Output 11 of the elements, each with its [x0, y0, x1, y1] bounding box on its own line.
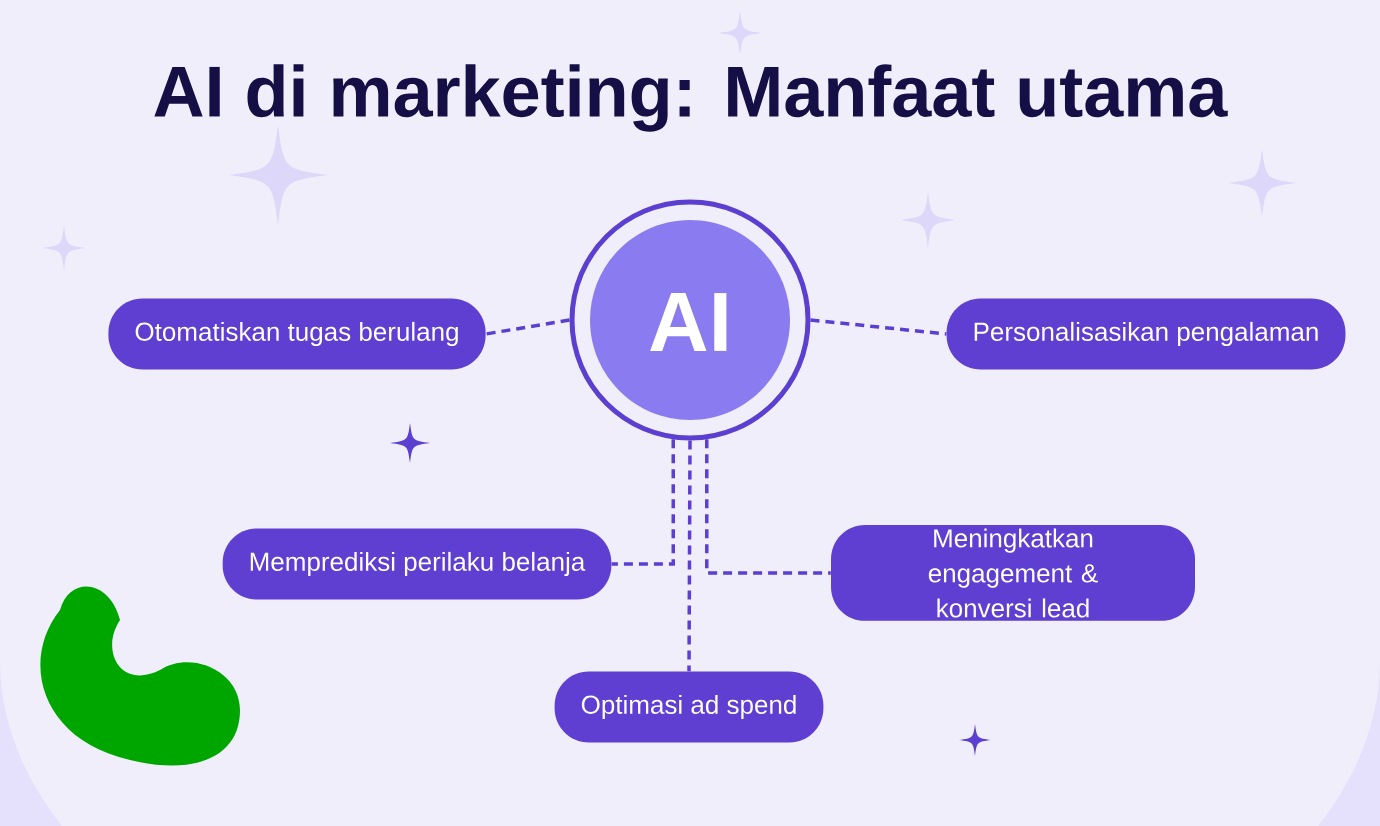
- benefit-pill: Meningkatkan engagement & konversi lead: [831, 525, 1195, 621]
- connector-line: [810, 318, 947, 336]
- connector-line: [485, 318, 570, 336]
- connector-line: [687, 440, 692, 672]
- connector-line: [611, 439, 675, 566]
- benefit-pill: Optimasi ad spend: [554, 671, 824, 743]
- connector-line: [705, 439, 831, 575]
- benefit-pill: Otomatiskan tugas berulang: [108, 298, 486, 370]
- title: AI di marketing: Manfaat utama: [154, 64, 1228, 132]
- benefit-pill: Memprediksi perilaku belanja: [222, 528, 612, 600]
- benefit-pill: Personalisasikan pengalaman: [946, 298, 1346, 370]
